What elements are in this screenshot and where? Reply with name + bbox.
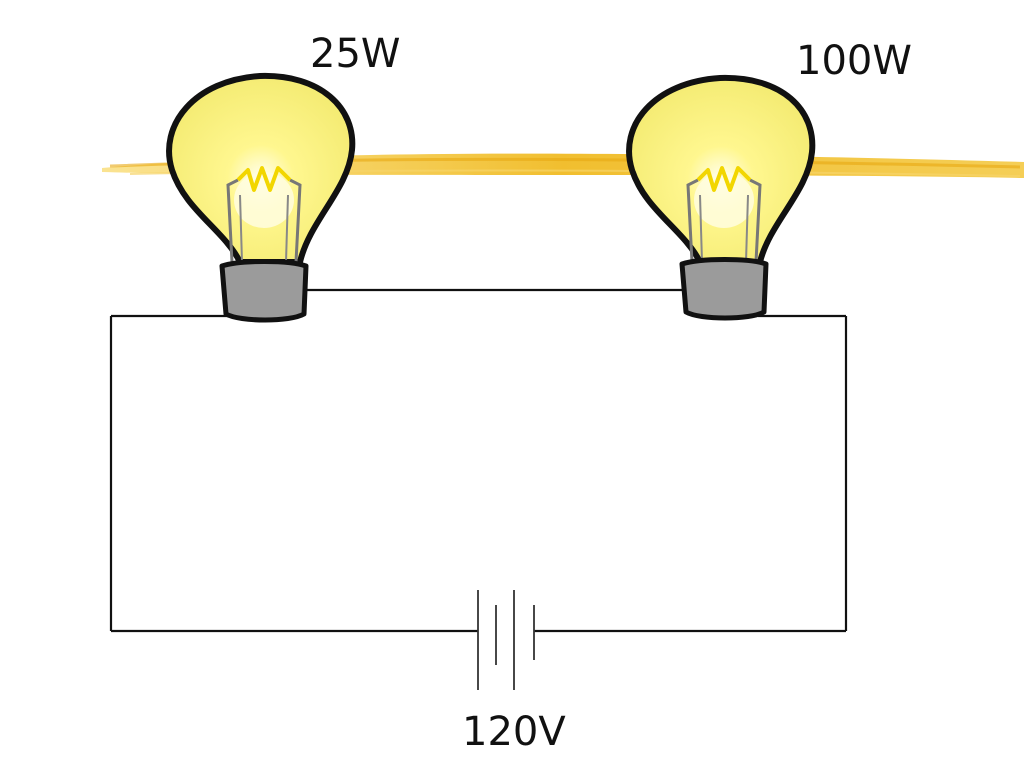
bulb-left-power-label: 25W xyxy=(310,31,400,77)
battery-voltage-label: 120V xyxy=(462,709,566,755)
lightbulb-right-icon xyxy=(626,74,816,321)
circuit-wires xyxy=(109,288,848,633)
bulb-right-power-label: 100W xyxy=(796,38,912,84)
battery-icon xyxy=(477,590,535,690)
lightbulb-left-icon xyxy=(166,72,356,323)
